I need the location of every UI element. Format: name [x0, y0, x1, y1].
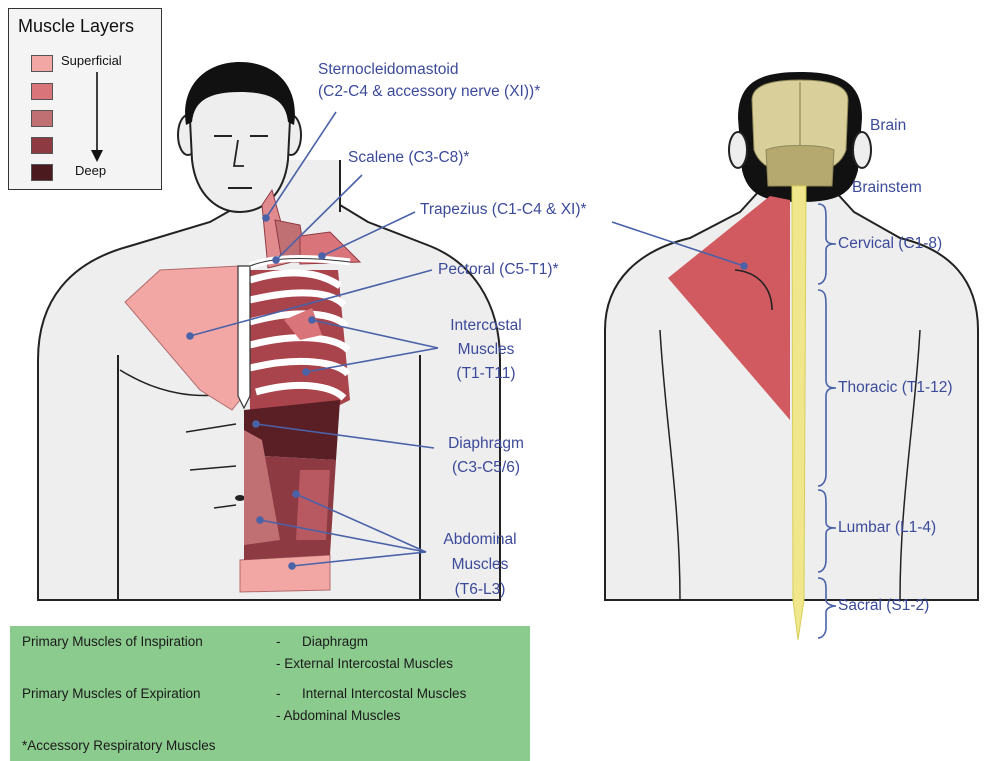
legend-swatch-1 [31, 55, 53, 72]
expiration-item-1: Internal Intercostal Muscles [302, 686, 466, 701]
legend-swatch-4 [31, 137, 53, 154]
inspiration-heading: Primary Muscles of Inspiration [22, 634, 203, 649]
accessory-footnote: *Accessory Respiratory Muscles [22, 738, 216, 753]
brainstem-label: Brainstem [852, 178, 922, 198]
legend-deep-label: Deep [75, 163, 106, 178]
muscle-layers-legend: Muscle Layers Superficial Deep [8, 8, 162, 190]
diaphragm-label-line2: (C3-C5/6) [434, 458, 538, 478]
expiration-dash: - [276, 686, 281, 701]
cervical-label: Cervical (C1-8) [838, 234, 942, 254]
thoracic-label: Thoracic (T1-12) [838, 378, 953, 398]
intercostal-label-line2: Muscles [440, 340, 532, 360]
legend-depth-arrow-icon [89, 72, 105, 164]
brainstem [766, 146, 834, 187]
intercostal-label-line1: Intercostal [440, 316, 532, 336]
intercostal-label-line3: (T1-T11) [440, 364, 532, 384]
expiration-item-2: - Abdominal Muscles [276, 708, 401, 723]
legend-swatch-3 [31, 110, 53, 127]
trapezius-label: Trapezius (C1-C4 & XI)* [420, 200, 587, 220]
abdominal-label-line1: Abdominal [428, 530, 532, 550]
expiration-heading: Primary Muscles of Expiration [22, 686, 201, 701]
spinal-cord [792, 186, 806, 640]
brain-label: Brain [870, 116, 906, 136]
legend-superficial-label: Superficial [61, 53, 122, 68]
abdominal-label-line2: Muscles [428, 555, 532, 575]
inspiration-dash: - [276, 634, 281, 649]
inspiration-item-2: - External Intercostal Muscles [276, 656, 453, 671]
legend-swatch-5 [31, 164, 53, 181]
inspiration-item-1: Diaphragm [302, 634, 368, 649]
pectoral-label: Pectoral (C5-T1)* [438, 260, 559, 280]
sacral-label: Sacral (S1-2) [838, 596, 929, 616]
legend-swatch-2 [31, 83, 53, 100]
rib-cage [238, 259, 350, 410]
abdominal-superficial [240, 555, 330, 592]
scm-label-line1: Sternocleidomastoid [318, 60, 458, 80]
scm-label-line2: (C2-C4 & accessory nerve (XI))* [318, 82, 540, 102]
legend-title: Muscle Layers [18, 16, 134, 37]
diaphragm-label-line1: Diaphragm [434, 434, 538, 454]
back-body-figure [605, 72, 978, 640]
abdominal-label-line3: (T6-L3) [428, 580, 532, 600]
scalene-label: Scalene (C3-C8)* [348, 148, 469, 168]
respiratory-summary-panel: Primary Muscles of Inspiration - Diaphra… [10, 626, 530, 761]
lumbar-label: Lumbar (L1-4) [838, 518, 936, 538]
